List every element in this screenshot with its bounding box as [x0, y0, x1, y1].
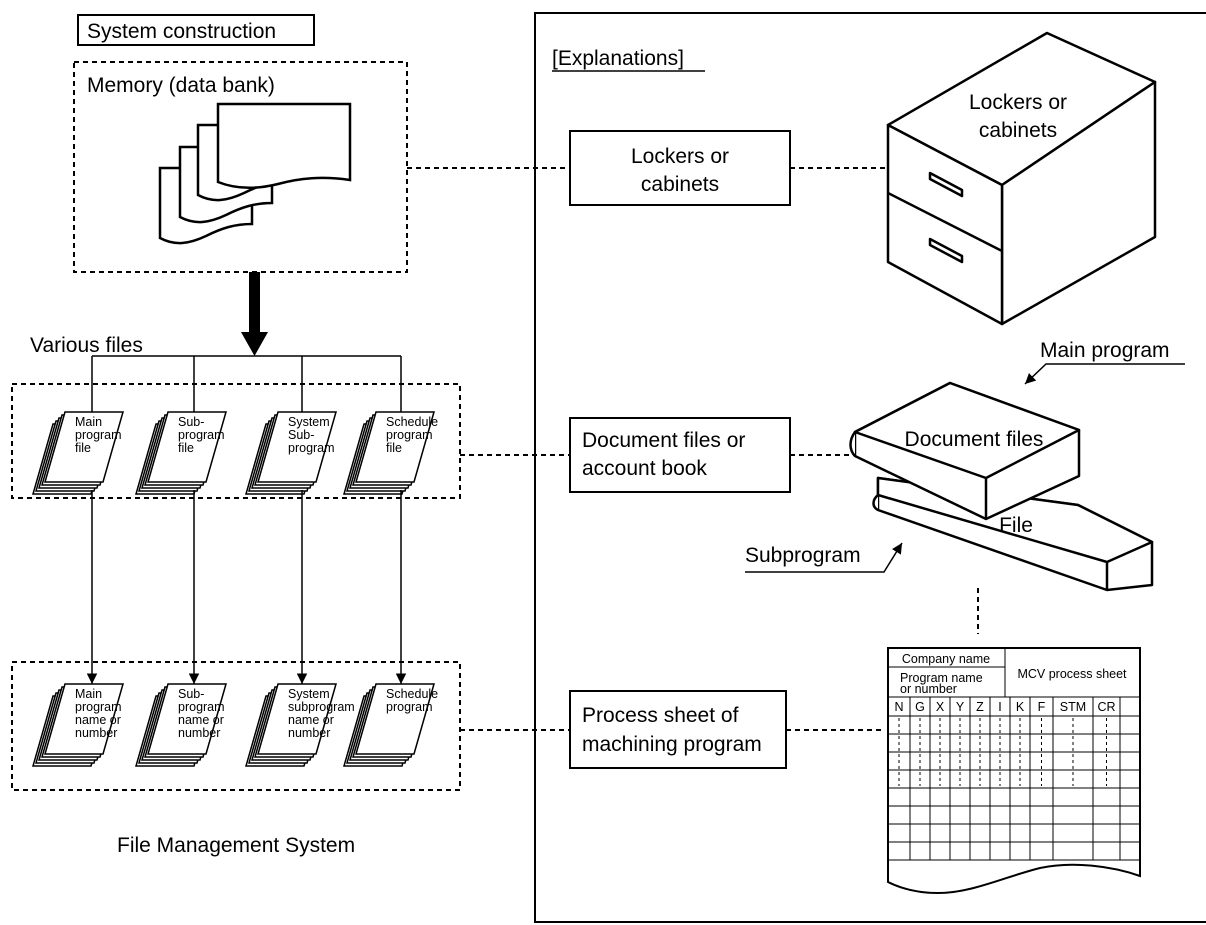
- main-program-label: Main program: [1040, 339, 1170, 362]
- process-box-line-1: Process sheet of: [582, 704, 739, 727]
- lower-file-label: number: [288, 726, 330, 740]
- lower-file-label: number: [178, 726, 220, 740]
- system-construction-title: System construction: [77, 14, 315, 46]
- upper-file-label: Schedule: [386, 415, 438, 429]
- sheet-column-header: N: [894, 700, 903, 714]
- book-top-label: Document files: [905, 428, 1044, 451]
- sheet-column-header: Y: [956, 700, 965, 714]
- upper-file-label: file: [75, 441, 91, 455]
- process-box-line-2: machining program: [582, 733, 762, 756]
- upper-file-label: System: [288, 415, 330, 429]
- lower-file-label: name or: [75, 713, 121, 727]
- file-management-system-caption: File Management System: [117, 834, 355, 857]
- cabinet-label-line-1: Lockers or: [969, 91, 1067, 114]
- explanations-panel: [534, 12, 1206, 923]
- memory-to-files-arrow: [241, 272, 268, 356]
- lower-file-label: name or: [288, 713, 334, 727]
- upper-file-stacks: MainprogramfileSub-programfileSystemSub-…: [32, 411, 438, 495]
- process-sheet-explanation-box: Process sheet of machining program: [569, 690, 787, 769]
- lower-file-label: program: [386, 700, 433, 714]
- file-connector-arrows: [86, 490, 407, 684]
- document-book-illustration: [849, 381, 1081, 521]
- lower-file-label: subprogram: [288, 700, 355, 714]
- sheet-column-header: X: [936, 700, 945, 714]
- lower-file-label: name or: [178, 713, 224, 727]
- lower-file-label: number: [75, 726, 117, 740]
- cabinet-illustration: [886, 31, 1157, 326]
- sheet-column-header: Z: [976, 700, 984, 714]
- main-program-callout: [1024, 363, 1185, 385]
- sheet-column-header: CR: [1097, 700, 1115, 714]
- sheet-company-name: Company name: [902, 652, 990, 666]
- explanations-heading: [Explanations]: [552, 47, 684, 70]
- book-bottom-label: File: [999, 514, 1033, 537]
- upper-file-label: Sub-: [288, 428, 314, 442]
- various-files-label: Various files: [30, 334, 143, 357]
- lower-file-label: Main: [75, 687, 102, 701]
- subprogram-callout: [745, 542, 903, 573]
- lower-file-label: program: [178, 700, 225, 714]
- process-sheet-form: Company name Program name or number MCV …: [887, 647, 1141, 895]
- cabinet-label-line-2: cabinets: [979, 119, 1057, 142]
- lower-file-label: Sub-: [178, 687, 204, 701]
- documents-explanation-box: Document files or account book: [569, 417, 791, 493]
- memory-data-bank-box: Memory (data bank): [73, 61, 408, 273]
- documents-box-line-2: account book: [582, 457, 707, 480]
- sheet-program-name-line-2: or number: [900, 682, 957, 696]
- sheet-title: MCV process sheet: [1017, 667, 1127, 681]
- lower-file-label: program: [75, 700, 122, 714]
- sheet-program-name-line-1: Program name: [900, 671, 983, 685]
- sheet-column-header: F: [1038, 700, 1046, 714]
- lockers-explanation-box: Lockers or cabinets: [569, 130, 791, 206]
- sheet-column-header: K: [1016, 700, 1025, 714]
- dashed-connectors: [407, 167, 979, 731]
- upper-file-label: Main: [75, 415, 102, 429]
- sheet-column-header: STM: [1060, 700, 1086, 714]
- upper-file-label: Sub-: [178, 415, 204, 429]
- lower-file-label: System: [288, 687, 330, 701]
- documents-box-line-1: Document files or: [582, 429, 745, 452]
- lockers-box-line-1: Lockers or: [631, 145, 729, 168]
- sheet-column-header: G: [915, 700, 925, 714]
- upper-file-label: program: [75, 428, 122, 442]
- upper-file-label: file: [386, 441, 402, 455]
- lower-file-label: Schedule: [386, 687, 438, 701]
- memory-label: Memory (data bank): [87, 74, 275, 97]
- system-construction-label: System construction: [87, 20, 276, 43]
- upper-file-label: file: [178, 441, 194, 455]
- sheet-column-header: I: [998, 700, 1001, 714]
- upper-file-label: program: [178, 428, 225, 442]
- various-files-group: [11, 383, 461, 499]
- subprogram-label: Subprogram: [745, 544, 861, 567]
- lockers-box-line-2: cabinets: [641, 173, 719, 196]
- upper-file-label: program: [386, 428, 433, 442]
- upper-file-label: program: [288, 441, 335, 455]
- memory-documents-icon: [158, 102, 352, 245]
